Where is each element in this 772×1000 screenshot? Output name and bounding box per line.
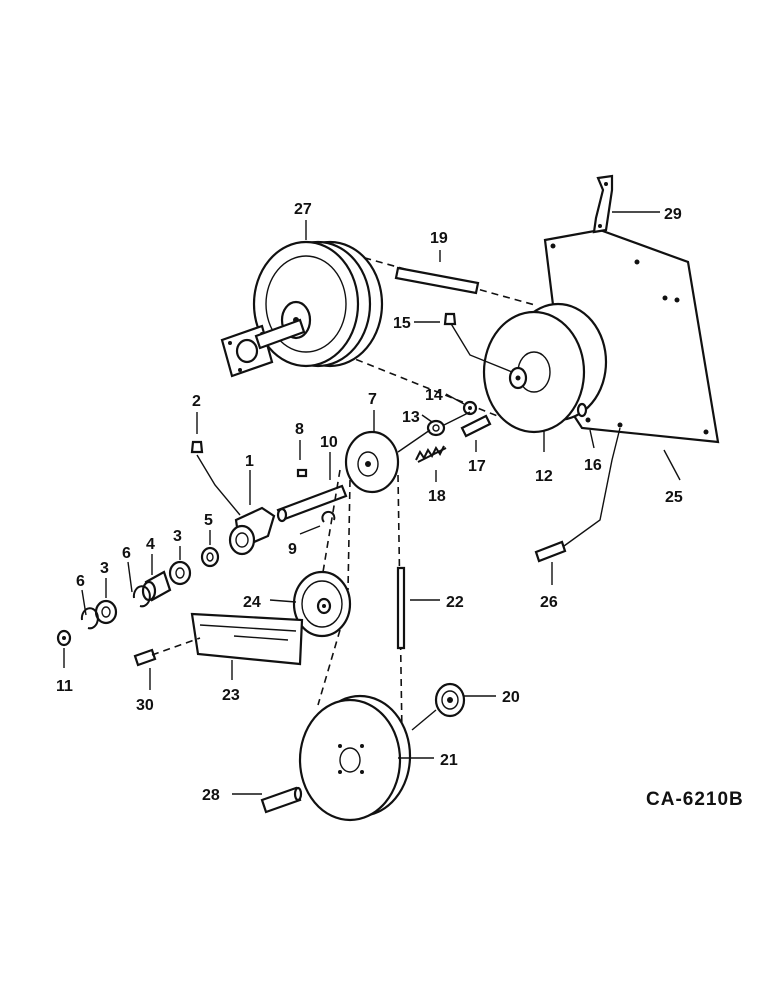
callout-22: 22 [446, 594, 464, 611]
callout-16: 16 [584, 457, 602, 474]
flange-bearing [220, 318, 306, 378]
bracket [592, 174, 614, 234]
callout-4: 4 [146, 536, 155, 553]
callout-10: 10 [320, 434, 338, 451]
callout-1: 1 [245, 453, 254, 470]
callout-28: 28 [202, 787, 220, 804]
callout-3: 3 [100, 560, 109, 577]
callout-7: 7 [368, 391, 377, 408]
pin-17 [460, 414, 492, 438]
callout-30: 30 [136, 697, 154, 714]
key-8 [296, 468, 308, 478]
callout-19: 19 [430, 230, 448, 247]
callout-8: 8 [295, 421, 304, 438]
idler-pulley-7 [344, 430, 400, 494]
callout-5: 5 [204, 512, 213, 529]
callout-3: 3 [173, 528, 182, 545]
callout-13: 13 [402, 409, 420, 426]
bushing-13 [426, 419, 446, 437]
callout-17: 17 [468, 458, 486, 475]
shaft-10 [276, 484, 348, 523]
callout-24: 24 [243, 594, 261, 611]
multi-groove-pulley [252, 240, 384, 368]
callout-21: 21 [440, 752, 458, 769]
callout-25: 25 [665, 489, 683, 506]
callout-15: 15 [393, 315, 411, 332]
washer-5 [200, 546, 220, 568]
callout-12: 12 [535, 468, 553, 485]
idler-arm-1 [228, 506, 276, 556]
callout-11: 11 [56, 678, 73, 695]
bearing-3-right [168, 560, 192, 586]
lower-drive-belt [317, 469, 403, 736]
callout-6: 6 [122, 545, 131, 562]
callout-27: 27 [294, 201, 312, 218]
ring-9 [321, 510, 336, 523]
callout-26: 26 [540, 594, 558, 611]
bearing-3-left [94, 599, 118, 625]
belt-segment-22 [396, 566, 406, 650]
spacer-4 [141, 570, 172, 602]
callout-14: 14 [425, 387, 443, 404]
pin-30 [133, 648, 157, 667]
fitting-15 [443, 312, 457, 326]
idler-pulley-24 [292, 570, 352, 638]
pin-28 [260, 786, 303, 814]
pulley-21 [298, 694, 412, 822]
callout-labels: 1 2 3 3 4 5 6 6 7 8 9 10 11 12 13 14 15 … [56, 201, 683, 804]
callout-18: 18 [428, 488, 446, 505]
leader-lines [63, 211, 681, 795]
bolt-16 [576, 402, 588, 418]
washer-14 [462, 400, 478, 416]
grease-fitting-2 [190, 440, 204, 454]
callout-23: 23 [222, 687, 240, 704]
drawing-code: CA-6210B [646, 789, 744, 810]
callout-29: 29 [664, 206, 682, 223]
hub-20 [434, 682, 466, 718]
belt-segment-19 [394, 266, 480, 295]
pulley-12 [482, 302, 608, 434]
callout-20: 20 [502, 689, 520, 706]
snap-ring-6-left [80, 607, 99, 630]
callout-9: 9 [288, 541, 297, 558]
slide-plate-23 [190, 612, 304, 666]
washer-11 [56, 629, 72, 647]
callout-6: 6 [76, 573, 85, 590]
pin-26 [534, 540, 567, 563]
snap-ring-6-right [132, 585, 151, 608]
callout-2: 2 [192, 393, 201, 410]
spring-18 [415, 445, 447, 463]
